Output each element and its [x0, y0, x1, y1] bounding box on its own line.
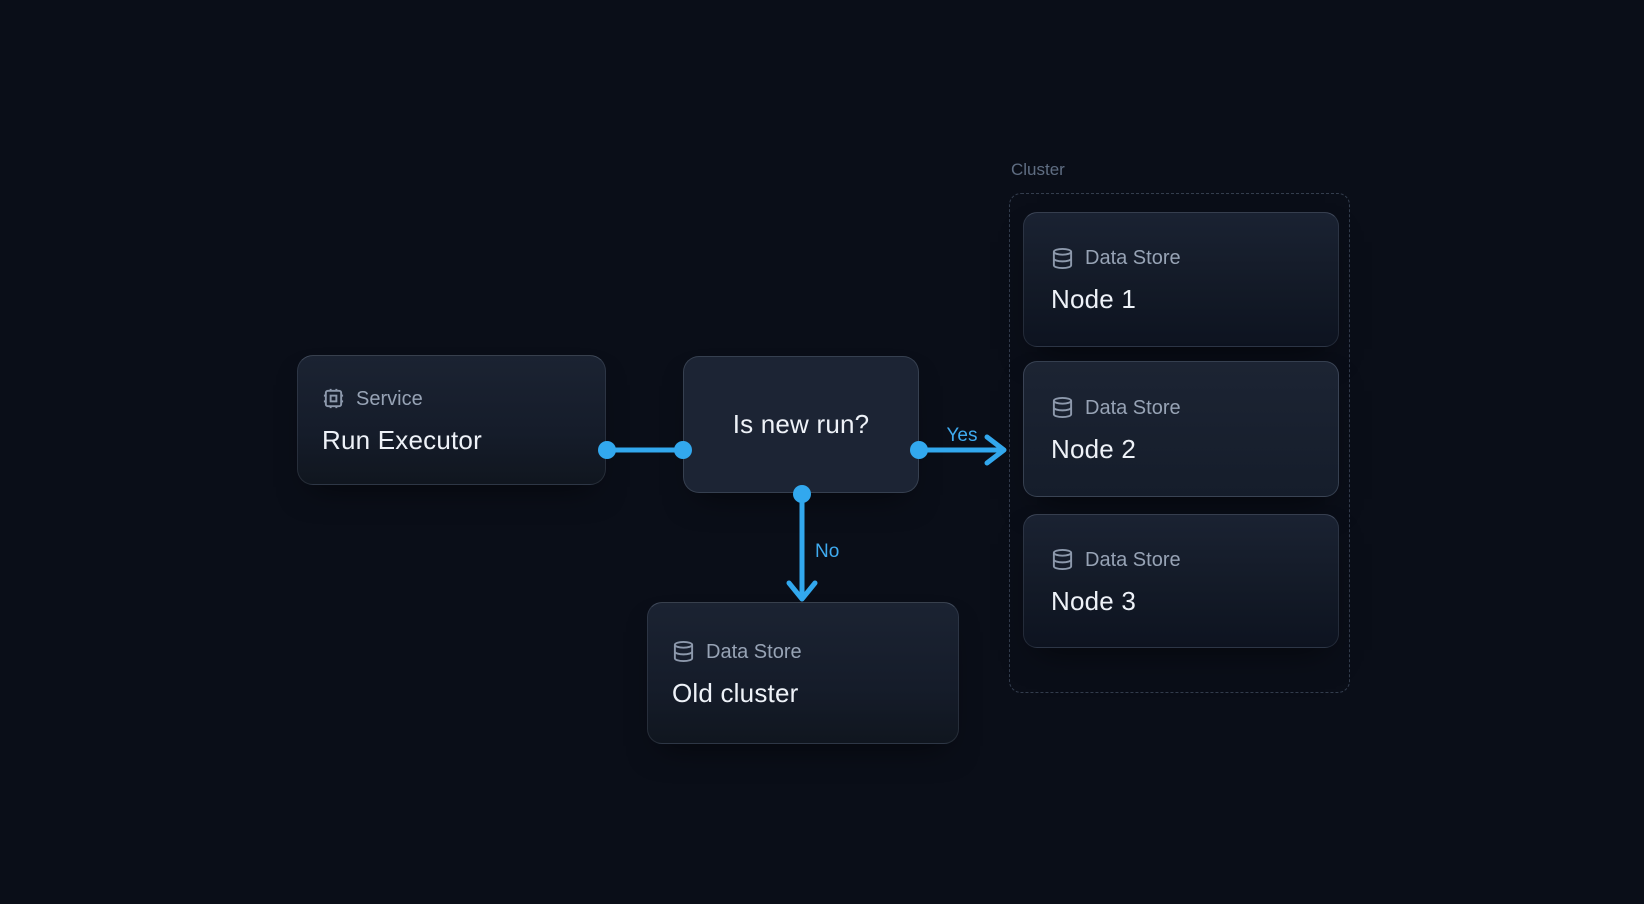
arrowhead-down-icon: [786, 580, 818, 602]
data-store-type-row: Data Store: [1051, 547, 1311, 573]
data-store-node-title: Node 2: [1051, 433, 1137, 464]
edge-label-yes[interactable]: Yes: [947, 425, 978, 446]
decision-node-title: Is new run?: [732, 409, 870, 439]
database-icon: [673, 640, 694, 663]
data-store-type-label: Data Store: [1085, 247, 1181, 269]
data-store-type-label: Data Store: [1085, 548, 1181, 571]
data-store-type-row: Data Store: [1051, 395, 1311, 421]
data-store-node-1[interactable]: Data Store Node 1: [1023, 212, 1339, 347]
database-icon: [1052, 548, 1073, 571]
cpu-icon: [323, 388, 344, 409]
data-store-type-label: Data Store: [706, 640, 802, 663]
service-node-type-row: Service: [322, 386, 581, 412]
cluster-group[interactable]: Data Store Node 1 Data Store Node 2: [1009, 193, 1350, 693]
edge-target-handle[interactable]: [674, 441, 692, 459]
arrowhead-right-icon: [984, 434, 1007, 466]
edge-source-handle[interactable]: [910, 441, 928, 459]
edge-decision-yes-to-cluster[interactable]: Yes: [910, 425, 1007, 466]
cluster-group-label: Cluster: [1011, 160, 1065, 179]
decision-node[interactable]: Is new run?: [683, 356, 919, 493]
edge-source-handle[interactable]: [598, 441, 616, 459]
data-store-node-3[interactable]: Data Store Node 3: [1023, 514, 1339, 648]
service-node-type-label: Service: [356, 387, 423, 410]
database-icon: [1052, 247, 1073, 269]
data-store-node-2[interactable]: Data Store Node 2: [1023, 361, 1339, 497]
data-store-node-title: Node 1: [1051, 284, 1137, 314]
data-store-type-label: Data Store: [1085, 396, 1181, 419]
data-store-node-title: Old cluster: [672, 677, 799, 708]
service-node-run-executor[interactable]: Service Run Executor: [297, 355, 606, 485]
database-icon: [1052, 396, 1073, 419]
edge-source-handle[interactable]: [793, 485, 811, 503]
data-store-node-old-cluster[interactable]: Data Store Old cluster: [647, 602, 959, 744]
service-node-title: Run Executor: [322, 424, 482, 455]
data-store-type-row: Data Store: [672, 639, 934, 665]
edge-service-to-decision[interactable]: [598, 441, 692, 459]
edge-decision-no-to-old-cluster[interactable]: No: [786, 485, 839, 602]
edge-label-no[interactable]: No: [815, 541, 839, 562]
data-store-type-row: Data Store: [1051, 245, 1311, 271]
data-store-node-title: Node 3: [1051, 585, 1137, 616]
